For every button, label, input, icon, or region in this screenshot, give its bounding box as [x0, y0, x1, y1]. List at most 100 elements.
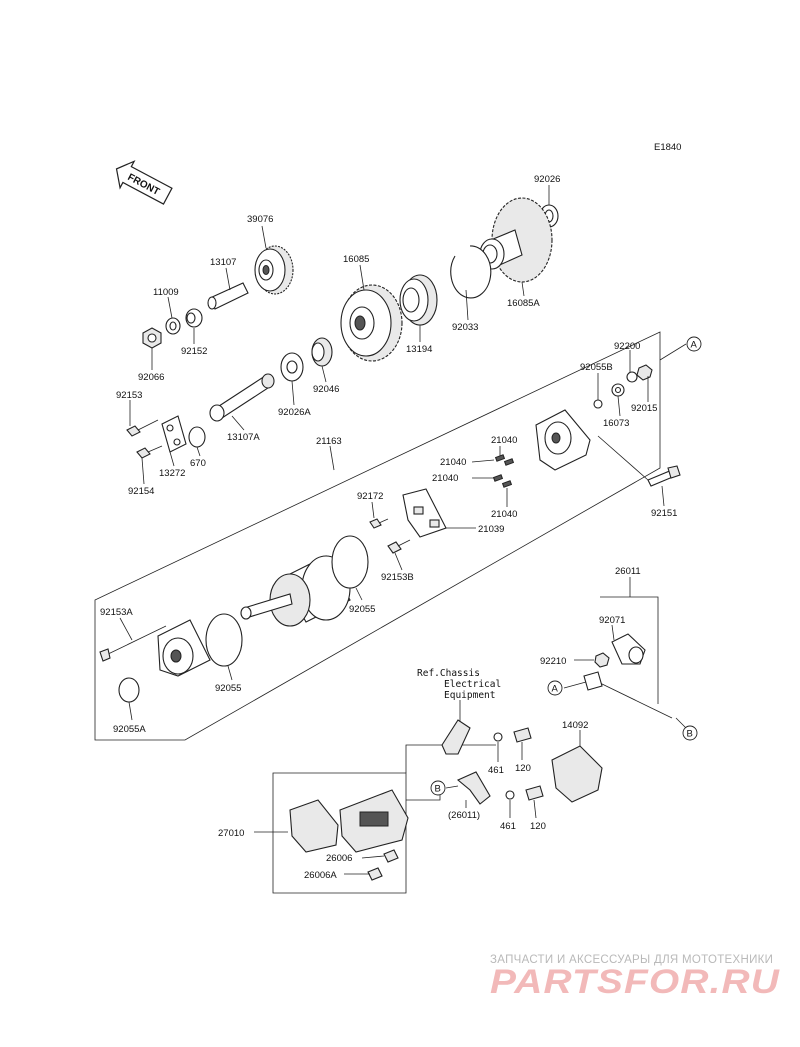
shaft-13107A [209, 373, 275, 422]
label-92066: 92066 [138, 372, 164, 383]
oring-92055-lower [205, 613, 243, 667]
shaft-13107 [207, 282, 249, 310]
label-16085A: 16085A [507, 298, 540, 309]
fuse-26006 [383, 849, 399, 863]
relay-27010 [289, 789, 409, 853]
gear-16085 [340, 284, 403, 362]
watermark-tagline: ЗАПЧАСТИ И АКСЕССУАРЫ ДЛЯ МОТОТЕХНИКИ [490, 954, 773, 966]
cover-14092 [551, 745, 603, 803]
gear-39076 [254, 245, 294, 295]
terminal-26011-ref [456, 771, 491, 805]
gear-16085A [479, 197, 553, 283]
screw-92172 [369, 518, 389, 529]
label-92154: 92154 [128, 486, 154, 497]
label-21040-mid2: 21040 [432, 473, 458, 484]
washer-92026A [280, 352, 304, 382]
label-92055-lower: 92055 [215, 683, 241, 694]
label-13272: 13272 [159, 468, 185, 479]
front-arrow-icon: FRONT [115, 160, 173, 205]
label-92046: 92046 [313, 384, 339, 395]
label-461-lower: 461 [500, 821, 516, 832]
label-21039: 21039 [478, 524, 504, 535]
diagram-code: E1840 [654, 142, 681, 153]
label-92151: 92151 [651, 508, 677, 519]
plug-92066 [142, 327, 162, 349]
label-92026: 92026 [534, 174, 560, 185]
label-16085: 16085 [343, 254, 369, 265]
end-cover [535, 409, 591, 471]
part-labels: 39076 13107 11009 92152 92066 16085 1319… [100, 174, 677, 881]
callout-b-right: B [682, 725, 698, 741]
label-21040-top: 21040 [491, 435, 517, 446]
label-21040-mid1: 21040 [440, 457, 466, 468]
label-92153B: 92153B [381, 572, 414, 583]
label-21040-bottom: 21040 [491, 509, 517, 520]
cable-26011 [583, 671, 673, 719]
label-27010: 27010 [218, 828, 244, 839]
bolt-92153 [126, 419, 159, 437]
ref-note-line3: Equipment [444, 690, 495, 701]
oring-670 [188, 426, 206, 448]
svg-text:B: B [435, 784, 441, 795]
label-92172: 92172 [357, 491, 383, 502]
label-92200: 92200 [614, 341, 640, 352]
watermark-brand: PARTSFOR.RU [490, 963, 781, 1001]
plate-13272 [161, 415, 187, 453]
label-14092: 14092 [562, 720, 588, 731]
label-26011-ref: (26011) [448, 810, 480, 821]
clutch-13194 [399, 274, 438, 326]
label-92026A: 92026A [278, 407, 311, 418]
nut-92210 [594, 652, 610, 668]
bolt-92153A [99, 625, 167, 662]
label-26006: 26006 [326, 853, 352, 864]
label-26006A: 26006A [304, 870, 337, 881]
washer-11009 [165, 317, 181, 335]
label-39076: 39076 [247, 214, 273, 225]
label-92055A: 92055A [113, 724, 146, 735]
label-120-upper: 120 [515, 763, 531, 774]
bolt-120-upper [513, 727, 532, 743]
oring-92055A [118, 677, 140, 703]
fuse-26006A [367, 867, 383, 881]
label-13107A: 13107A [227, 432, 260, 443]
bolt-120-lower [525, 785, 544, 801]
front-cover [157, 619, 211, 677]
label-92152: 92152 [181, 346, 207, 357]
oring-92055-upper [331, 535, 369, 589]
label-92153: 92153 [116, 390, 142, 401]
nut-92015 [636, 364, 653, 381]
assembly-frame-21163 [94, 331, 661, 741]
label-16073: 16073 [603, 418, 629, 429]
bearing-92046 [311, 337, 333, 367]
washer-461-upper [493, 732, 503, 742]
bracket-26011 [600, 596, 659, 704]
callout-a-bottom: A [547, 680, 563, 696]
boot-92071 [611, 633, 646, 665]
label-11009: 11009 [153, 287, 179, 298]
relay-frame-27010 [272, 772, 407, 894]
label-670: 670 [190, 458, 206, 469]
label-92015: 92015 [631, 403, 657, 414]
watermark: ЗАПЧАСТИ И АКСЕССУАРЫ ДЛЯ МОТОТЕХНИКИ PA… [490, 954, 781, 1001]
washer-461-lower [505, 790, 515, 800]
bolt-92153B [387, 539, 411, 554]
ref-chassis-bracket [441, 719, 471, 755]
washer-16073 [611, 383, 625, 397]
oring-92055B [593, 399, 603, 409]
label-92055B: 92055B [580, 362, 613, 373]
label-120-lower: 120 [530, 821, 546, 832]
label-26011: 26011 [615, 566, 641, 577]
circlip-92033 [450, 245, 492, 299]
leader-lines [119, 185, 687, 875]
brush-holder-21039 [402, 488, 447, 538]
washer-92200 [626, 371, 638, 383]
label-92153A: 92153A [100, 607, 133, 618]
callout-b-left: B [430, 780, 446, 796]
ref-note-line2: Electrical [444, 679, 501, 690]
label-92033: 92033 [452, 322, 478, 333]
label-92055-upper: 92055 [349, 604, 375, 615]
svg-text:B: B [687, 729, 693, 740]
bolt-92151 [647, 465, 681, 487]
collar-92152 [185, 308, 203, 328]
svg-text:A: A [552, 684, 559, 695]
